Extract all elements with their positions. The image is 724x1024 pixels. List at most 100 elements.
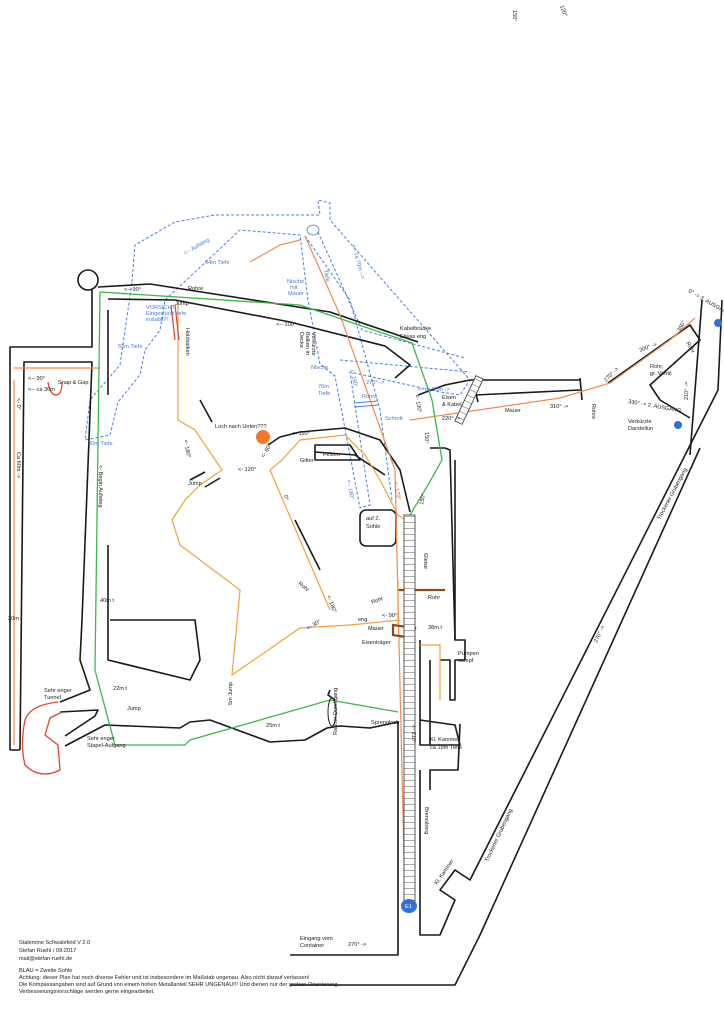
label: Gleise: [422, 553, 428, 569]
credit-email[interactable]: mail@stefan-ruehl.de: [19, 956, 72, 962]
label: 330° -> 2. AUSGANG: [628, 399, 682, 414]
exit-2-marker[interactable]: [674, 421, 682, 429]
label: Eisenträger: [362, 640, 391, 646]
label: Tiefe: [318, 391, 330, 397]
label: Schrott: [385, 416, 403, 422]
label: 120°: [558, 5, 568, 18]
label: Rohr: [371, 596, 385, 606]
label: 64m Tiefe: [205, 260, 230, 266]
label: 40m t: [100, 598, 114, 604]
label: Rohr: [684, 341, 695, 355]
label: Jump: [127, 706, 141, 712]
passage-ring: [327, 697, 337, 727]
label: 150°: [423, 432, 429, 444]
label: <-- ca 30m: [28, 387, 55, 393]
ladder: [454, 375, 484, 425]
label: <- 170°: [392, 481, 401, 500]
label: 310° ->: [550, 404, 568, 410]
crosshair-icon: [306, 224, 320, 236]
entrance-e1-marker[interactable]: [401, 899, 417, 913]
hole-marker: [256, 430, 270, 444]
label: <- 110°: [292, 431, 310, 437]
label: Loch nach Unten???: [215, 424, 267, 430]
label: Bremsberg: [423, 807, 429, 834]
label: auf 2.: [366, 516, 380, 522]
legend-blue: BLAU = Zweite Sohle: [19, 968, 72, 974]
label: 30m Tiefe: [88, 441, 113, 447]
second-level-outline: [84, 199, 471, 509]
label: 70m: [318, 384, 329, 390]
label: Nische: [287, 279, 304, 285]
label: Eisen: [442, 395, 456, 401]
label: Balken in: [304, 332, 310, 355]
label: 270° ->: [366, 380, 384, 386]
label: 270° ->: [348, 942, 366, 948]
label: Rohre: [362, 394, 377, 400]
label: Container: [300, 943, 324, 949]
label: 350°: [677, 320, 688, 333]
note-line: Verbesserungsvorschläge werden gerne ein…: [19, 989, 155, 995]
label: <- 90°: [382, 613, 397, 619]
label: Sohle: [366, 524, 380, 530]
note-line: Die Kompassangaben sind auf Grund von ei…: [19, 982, 339, 988]
label: Felsen: [323, 452, 340, 458]
map-credits: Stalemine Schwalefeld V 2.0 Stefan Ruehl…: [19, 940, 339, 995]
label: Rohr: [297, 581, 310, 593]
label: 25m t: [266, 723, 280, 729]
label: Pumpen: [458, 651, 479, 657]
label: Rohre: [590, 404, 596, 419]
survey-routes: [13, 235, 696, 901]
label: <-- ca 70m -->: [350, 244, 365, 280]
label: & Kabel: [442, 402, 462, 408]
label: 150°: [419, 493, 427, 505]
label: <- 180°: [182, 439, 191, 458]
label: <-- 90°: [124, 287, 141, 293]
label: mit: [290, 285, 298, 291]
label: 210° ->: [684, 382, 690, 400]
note-line: Achtung: dieser Plan hat noch diverse Fe…: [19, 975, 310, 981]
label: Jump: [175, 301, 189, 307]
label: <- 210°: [410, 725, 416, 743]
red-features: [21, 304, 180, 775]
label: ca 18m Tiefe: [430, 745, 462, 751]
label: Gitter: [300, 458, 314, 464]
label: Snap & Gap: [58, 380, 88, 386]
label: 0°: [282, 494, 289, 500]
label: 55m Tiefe: [118, 344, 143, 350]
label: <-- Aufstieg: [183, 237, 211, 256]
label: <- 130°: [413, 394, 422, 413]
label: Darstellun: [628, 426, 653, 432]
label: Tunnel: [44, 695, 61, 701]
label: Ca 60m ->: [15, 452, 21, 478]
label: 0° -> 3. AUSGANG: [687, 289, 724, 318]
label: Nische: [311, 365, 328, 371]
label: Eingang vom: [300, 936, 333, 942]
label: Kl. Kammer: [430, 737, 459, 743]
label: 220° ->: [442, 416, 460, 422]
label: <- 30°: [306, 619, 322, 632]
label: Sehr enger: [87, 736, 115, 742]
mine-walls: [9, 269, 723, 986]
label: Rohre: [188, 286, 203, 292]
label: Verkürzte: [628, 419, 652, 425]
main-route: [94, 291, 443, 746]
label: <- 180°: [348, 369, 359, 388]
exit-3-marker[interactable]: [714, 319, 722, 327]
label: 270° ->: [593, 625, 606, 644]
label: Rauher Durchgang: [333, 688, 339, 735]
label: Rohr: [428, 595, 440, 601]
rail-track: [403, 514, 416, 906]
label: sumpf: [458, 658, 474, 664]
label: Sehr enger: [44, 688, 72, 694]
label: instabil!!!: [146, 317, 169, 323]
label: Decke: [298, 332, 304, 348]
label: Trockener Grubengang: [484, 808, 514, 863]
label: Kabelbrücke: [400, 326, 431, 332]
label: 5m Jump: [228, 682, 234, 705]
label: Eingestürzt sehr: [146, 311, 187, 317]
label: Tiefe: [322, 269, 330, 282]
label: <-- 180°: [345, 479, 354, 500]
label: Stapel-Aufgang: [87, 743, 126, 749]
label: Holzbalken: [184, 328, 190, 356]
label: eng: [358, 617, 367, 623]
